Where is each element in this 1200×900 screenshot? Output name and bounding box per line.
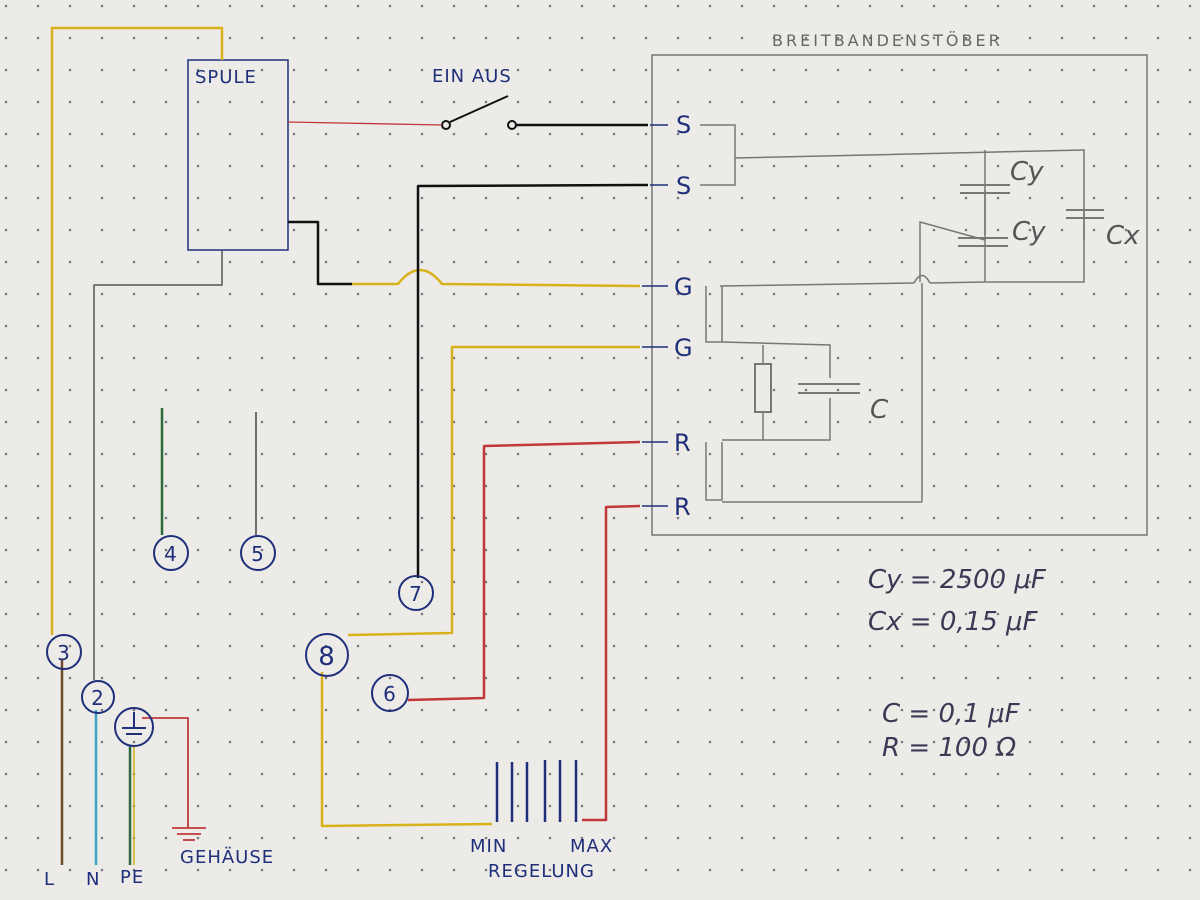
- pin-label: G: [674, 334, 694, 362]
- wires: [50, 26, 649, 865]
- terminal-8: 8: [318, 642, 336, 672]
- wire-n-gray: [93, 250, 223, 680]
- wire-r1-red: [407, 440, 641, 702]
- wire-g2-yellow: [347, 345, 640, 637]
- filter-components: [754, 184, 1104, 413]
- terminal-4: 4: [164, 542, 178, 566]
- wire-r2-red: [582, 504, 641, 822]
- terminal-3: 3: [57, 641, 71, 665]
- pin-label: S: [676, 111, 692, 139]
- pin-label: R: [674, 429, 692, 457]
- terminal-5: 5: [251, 542, 265, 566]
- neutral-label: N: [86, 869, 100, 890]
- terminal-2: 2: [91, 686, 105, 710]
- wire-l-yellow: [50, 26, 224, 635]
- formula-cy: Cy = 2500 μF: [868, 565, 1047, 595]
- filter-title: BREITBANDENSTÖBER: [772, 31, 1003, 50]
- pin-label: S: [676, 172, 692, 200]
- c-label: C: [870, 395, 889, 425]
- switch-lever: [449, 95, 509, 123]
- resistor: [754, 363, 772, 413]
- formula-c: C = 0,1 μF: [882, 699, 1021, 729]
- wire-housing: [142, 717, 189, 828]
- pin-strip: [642, 124, 668, 507]
- housing-ground-symbol: [172, 827, 206, 841]
- formula-r: R = 100 Ω: [882, 733, 1016, 763]
- terminal-7: 7: [409, 582, 423, 606]
- terminal-6: 6: [383, 682, 397, 706]
- earth-icon: [122, 712, 146, 735]
- filter-box: [651, 54, 1148, 536]
- line-label: L: [44, 869, 55, 890]
- coil-box: [187, 59, 289, 251]
- cy-bottom-label: Cy: [1012, 217, 1046, 247]
- cy-top-label: Cy: [1010, 157, 1044, 187]
- earth-label: PE: [120, 867, 144, 888]
- switch-label: EIN AUS: [432, 66, 512, 87]
- housing-label: GEHÄUSE: [180, 847, 274, 868]
- regulator-bars: [495, 760, 578, 822]
- wire-g1-yellow: [352, 268, 641, 288]
- terminals: [46, 535, 434, 747]
- formula-cx: Cx = 0,15 μF: [868, 607, 1039, 637]
- cx-label: Cx: [1106, 221, 1140, 251]
- filter-circuit: [700, 124, 1085, 503]
- wire-8-regulator: [320, 672, 493, 828]
- pin-label: R: [674, 493, 692, 521]
- wire-coil-black: [288, 220, 352, 286]
- regulator-max-label: MAX: [570, 836, 613, 857]
- pin-label: G: [674, 273, 694, 301]
- wire-s2-black: [416, 183, 649, 578]
- regulator-label: REGELUNG: [488, 861, 595, 882]
- coil-label: SPULE: [195, 67, 257, 88]
- wire-coil-switch: [287, 121, 443, 126]
- regulator-min-label: MIN: [470, 836, 507, 857]
